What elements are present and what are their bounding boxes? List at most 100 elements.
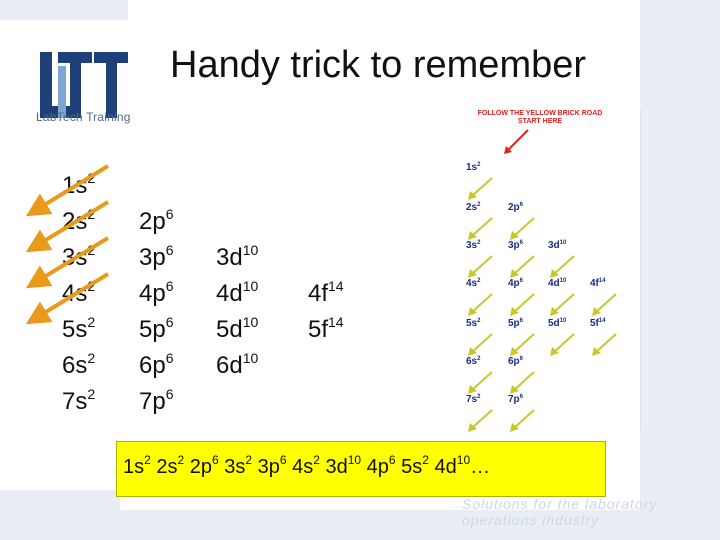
config-6d-exponent: 10 xyxy=(242,350,259,366)
diagram-label-3s: 3s2 xyxy=(466,240,480,251)
logo-subtitle: LabTech Training xyxy=(36,110,131,124)
config-4f-exponent: 14 xyxy=(328,278,344,294)
diagram-label-exponent: 6 xyxy=(519,240,524,246)
diagram-label-base: 5f xyxy=(590,318,599,329)
diagram-arrow xyxy=(471,217,493,237)
diagram-label-base: 4s xyxy=(466,278,478,289)
config-7s-base: 7s xyxy=(62,388,88,415)
sequence-term-base: 1s xyxy=(123,456,145,478)
config-4p-base: 4p xyxy=(139,280,166,307)
config-2p-exponent: 6 xyxy=(165,206,174,222)
diagram-arrowhead xyxy=(510,269,519,278)
diagram-label-2p: 2p6 xyxy=(508,202,523,213)
diagram-header-line1: FOLLOW THE YELLOW BRICK ROAD xyxy=(477,110,603,117)
sequence-term-base: 2p xyxy=(189,456,212,478)
diagram-arrow xyxy=(471,333,493,353)
diagram-arrow xyxy=(471,177,493,197)
diagram-label-exponent: 2 xyxy=(477,240,481,246)
diagram-label-base: 2s xyxy=(466,202,478,213)
arrow-3 xyxy=(25,236,110,289)
diagram-arrow xyxy=(553,293,575,313)
diagram-label-5f: 5f14 xyxy=(590,318,606,329)
config-6p: 6p6 xyxy=(139,351,174,379)
diagram-label-7p: 7p6 xyxy=(508,394,523,405)
config-4f: 4f14 xyxy=(308,279,344,307)
diagram-label-base: 3p xyxy=(508,240,520,251)
sequence-term-base: 4p xyxy=(366,456,389,478)
diagram-arrow xyxy=(471,371,493,391)
diagram-label-exponent: 2 xyxy=(477,202,481,208)
diagram-label-3d: 3d10 xyxy=(548,240,566,251)
diagram-label-exponent: 6 xyxy=(519,318,524,324)
config-6s: 6s2 xyxy=(62,351,95,378)
diagram-arrowhead xyxy=(510,385,519,394)
diagram-label-base: 6s xyxy=(466,356,478,367)
diagram-label-1s: 1s2 xyxy=(466,162,480,173)
diagram-label-base: 7s xyxy=(466,394,478,405)
diagram-label-base: 5s xyxy=(466,318,478,329)
config-6s-exponent: 2 xyxy=(87,350,96,366)
sequence-term-base: 4s xyxy=(292,456,314,478)
diagram-label-exponent: 6 xyxy=(519,394,524,400)
diagram-label-exponent: 6 xyxy=(519,356,524,362)
page-title: Handy trick to remember xyxy=(170,44,587,86)
config-3p: 3p6 xyxy=(139,243,174,270)
diagram-arrowhead xyxy=(592,347,601,356)
background-bar-bottom xyxy=(0,510,720,540)
sequence-term-base: 3s xyxy=(224,456,246,478)
config-6d: 6d10 xyxy=(216,351,258,378)
diagram-label-exponent: 10 xyxy=(559,318,567,324)
config-6p-base: 6p xyxy=(139,352,166,379)
fill-order-box: 1s2 2s2 2p6 3s2 3p6 4s2 3d10 4p6 5s2 4d1… xyxy=(116,441,606,497)
diagram-label-exponent: 2 xyxy=(477,278,481,284)
config-7p-base: 7p xyxy=(139,388,166,415)
diagram-label-base: 2p xyxy=(508,202,520,213)
diagram-arrow xyxy=(553,255,575,275)
config-5f-exponent: 14 xyxy=(328,314,344,330)
config-3d-exponent: 10 xyxy=(242,242,259,258)
diagram-label-4d: 4d10 xyxy=(548,278,566,289)
diagram-arrowhead xyxy=(550,269,559,278)
diagram-label-4s: 4s2 xyxy=(466,278,480,289)
diagram-arrow xyxy=(513,255,535,275)
diagram-arrow xyxy=(513,371,535,391)
config-6p-exponent: 6 xyxy=(165,350,174,366)
diagram-arrowhead xyxy=(468,231,477,240)
diagram-label-5d: 5d10 xyxy=(548,318,566,329)
diagram-label-exponent: 6 xyxy=(519,202,524,208)
diagram-label-exponent: 2 xyxy=(477,394,481,400)
yellow-brick-road-diagram xyxy=(440,110,641,430)
diagram-arrow xyxy=(513,333,535,353)
config-7p-exponent: 6 xyxy=(165,386,174,402)
sequence-term-base: 2s xyxy=(156,456,178,478)
diagram-arrow xyxy=(595,333,617,353)
diagram-label-base: 1s xyxy=(466,162,478,173)
config-5p: 5p6 xyxy=(139,315,174,342)
config-4p: 4p6 xyxy=(139,279,174,307)
config-5f: 5f14 xyxy=(308,315,344,342)
diagram-label-4f: 4f14 xyxy=(590,278,606,289)
config-4d-exponent: 10 xyxy=(242,278,259,294)
diagram-label-exponent: 2 xyxy=(477,162,481,168)
diagram-label-exponent: 14 xyxy=(598,318,606,324)
config-5s-exponent: 2 xyxy=(87,314,96,330)
config-4f-base: 4f xyxy=(308,280,329,307)
diagram-label-6p: 6p6 xyxy=(508,356,523,367)
config-5s: 5s2 xyxy=(62,315,95,343)
diagram-arrow xyxy=(471,293,493,313)
config-5s-base: 5s xyxy=(62,316,88,343)
sequence-term-exponent: 6 xyxy=(279,453,287,467)
config-5p-exponent: 6 xyxy=(165,314,174,330)
diagram-label-base: 5p xyxy=(508,318,520,329)
diagram-label-exponent: 10 xyxy=(559,240,567,246)
diagram-arrowhead xyxy=(468,423,477,432)
diagram-arrowhead xyxy=(468,269,477,278)
diagram-label-7s: 7s2 xyxy=(466,394,480,405)
config-3p-exponent: 6 xyxy=(165,242,174,258)
fill-order-sequence: 1s2 2s2 2p6 3s2 3p6 4s2 3d10 4p6 5s2 4d1… xyxy=(123,453,490,479)
background-bar-top xyxy=(0,0,128,20)
diagram-arrowhead xyxy=(510,231,519,240)
